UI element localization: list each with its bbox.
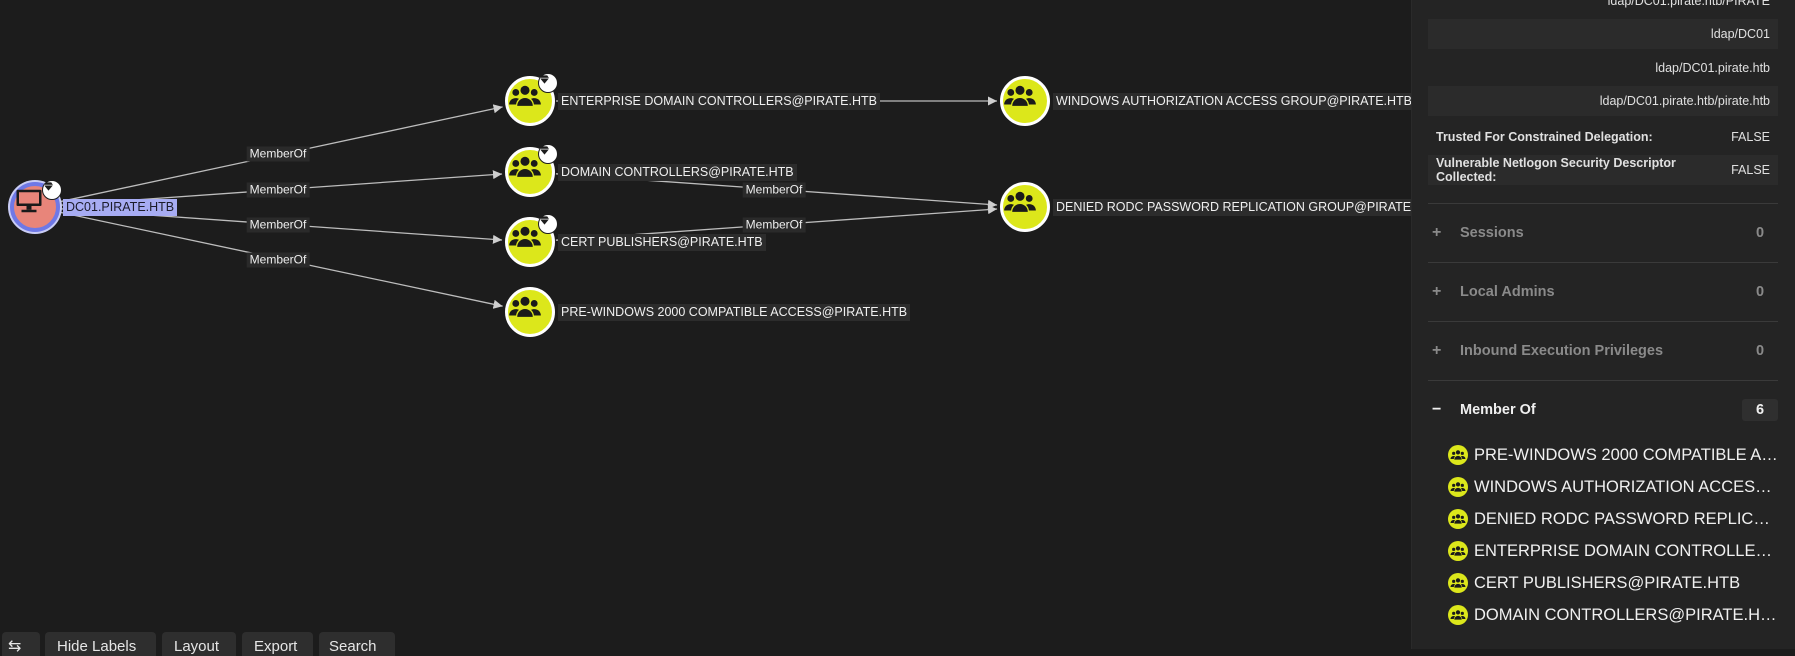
- member-of-label: DENIED RODC PASSWORD REPLICATION GROUP@P…: [1474, 509, 1778, 528]
- prop-value: FALSE: [1731, 130, 1770, 144]
- group-node[interactable]: [505, 214, 558, 267]
- divider: [1428, 262, 1778, 263]
- gem-icon: [42, 180, 62, 200]
- prop-key: Vulnerable Netlogon Security Descriptor …: [1436, 156, 1676, 184]
- node-label: DENIED RODC PASSWORD REPLICATION GROUP@P…: [1053, 199, 1443, 216]
- layout-return-button[interactable]: ⇆: [2, 632, 40, 656]
- section-sessions[interactable]: + Sessions 0: [1428, 213, 1778, 253]
- computer-icon: [16, 189, 42, 213]
- group-icon: [1448, 509, 1468, 529]
- node-label: PRE-WINDOWS 2000 COMPATIBLE ACCESS@PIRAT…: [558, 304, 911, 321]
- member-of-label: ENTERPRISE DOMAIN CONTROLLERS@PIRATE.HTB: [1474, 541, 1778, 560]
- member-of-item[interactable]: DENIED RODC PASSWORD REPLICATION GROUP@P…: [1428, 503, 1778, 535]
- gem-icon: [538, 73, 558, 93]
- edge-label: MemberOf: [246, 217, 310, 233]
- layout-button[interactable]: Layout: [162, 632, 236, 656]
- member-of-label: CERT PUBLISHERS@PIRATE.HTB: [1474, 573, 1741, 592]
- member-of-item[interactable]: DOMAIN CONTROLLERS@PIRATE.HTB: [1428, 599, 1778, 631]
- spn-value: ldap/DC01.pirate.htb: [1655, 61, 1770, 75]
- group-node[interactable]: [505, 287, 555, 337]
- group-node[interactable]: [1000, 76, 1050, 126]
- group-icon: [509, 226, 541, 247]
- graph-canvas[interactable]: DC01.PIRATE.HTB ENTERPRISE DOMAIN CONTROL…: [0, 0, 1443, 649]
- collapse-icon: −: [1432, 401, 1442, 418]
- prop-netlogon-descriptor: Vulnerable Netlogon Security Descriptor …: [1428, 155, 1778, 185]
- section-local-admins[interactable]: + Local Admins 0: [1428, 272, 1778, 312]
- group-icon: [1448, 605, 1468, 625]
- section-count: 0: [1755, 284, 1765, 300]
- edge-label: MemberOf: [246, 182, 310, 198]
- expand-icon: +: [1432, 342, 1442, 359]
- hide-labels-button[interactable]: Hide Labels: [45, 632, 156, 656]
- edge-label: MemberOf: [246, 252, 310, 268]
- node-label: DC01.PIRATE.HTB: [63, 199, 178, 216]
- group-icon: [1004, 191, 1036, 212]
- member-of-item[interactable]: PRE-WINDOWS 2000 COMPATIBLE ACCESS@PIRAT…: [1428, 439, 1778, 471]
- member-of-item[interactable]: WINDOWS AUTHORIZATION ACCESS GROUP@PIRAT…: [1428, 471, 1778, 503]
- section-count: 0: [1755, 225, 1765, 241]
- layout-return-icon: ⇆: [8, 638, 22, 655]
- edge-label: MemberOf: [742, 182, 806, 198]
- member-of-item[interactable]: ENTERPRISE DOMAIN CONTROLLERS@PIRATE.HTB: [1428, 535, 1778, 567]
- edge-label: MemberOf: [742, 217, 806, 233]
- group-icon: [509, 85, 541, 106]
- group-icon: [1448, 541, 1468, 561]
- section-title: Inbound Execution Privileges: [1460, 343, 1664, 359]
- edge-label: MemberOf: [246, 146, 310, 162]
- group-node[interactable]: [505, 144, 558, 197]
- group-node[interactable]: [505, 73, 558, 126]
- node-label: CERT PUBLISHERS@PIRATE.HTB: [558, 234, 766, 251]
- member-of-item[interactable]: CERT PUBLISHERS@PIRATE.HTB: [1428, 567, 1778, 599]
- spn-value: ldap/DC01.pirate.htb/pirate.htb: [1428, 86, 1778, 116]
- section-title: Sessions: [1460, 225, 1524, 241]
- section-count: 6: [1742, 399, 1778, 421]
- expand-icon: +: [1432, 224, 1442, 241]
- prop-trusted-constrained-delegation: Trusted For Constrained Delegation: FALS…: [1428, 122, 1778, 152]
- group-icon: [1448, 477, 1468, 497]
- group-icon: [1448, 445, 1468, 465]
- section-title: Member Of: [1460, 402, 1536, 418]
- expand-icon: +: [1432, 283, 1442, 300]
- group-icon: [509, 296, 541, 317]
- member-of-label: DOMAIN CONTROLLERS@PIRATE.HTB: [1474, 605, 1778, 624]
- entity-info-panel: ldap/DC01.pirate.htb/PIRATE ldap/DC01 ld…: [1411, 0, 1795, 649]
- computer-node[interactable]: [10, 180, 62, 232]
- spn-value: ldap/DC01.pirate.htb/PIRATE: [1607, 0, 1770, 8]
- prop-value: FALSE: [1731, 163, 1770, 177]
- node-label: WINDOWS AUTHORIZATION ACCESS GROUP@PIRAT…: [1053, 93, 1415, 110]
- divider: [1428, 380, 1778, 381]
- member-of-label: WINDOWS AUTHORIZATION ACCESS GROUP@PIRAT…: [1474, 477, 1778, 496]
- group-node[interactable]: [1000, 182, 1050, 232]
- divider: [1428, 203, 1778, 204]
- divider: [1428, 321, 1778, 322]
- group-icon: [1448, 573, 1468, 593]
- node-label: ENTERPRISE DOMAIN CONTROLLERS@PIRATE.HTB: [558, 93, 880, 110]
- export-button[interactable]: Export: [242, 632, 313, 656]
- spn-value: ldap/DC01: [1428, 19, 1778, 49]
- section-member-of[interactable]: − Member Of 6: [1428, 390, 1778, 430]
- group-icon: [509, 156, 541, 177]
- group-icon: [1004, 85, 1036, 106]
- member-of-label: PRE-WINDOWS 2000 COMPATIBLE ACCESS@PIRAT…: [1474, 445, 1778, 464]
- gem-icon: [538, 144, 558, 164]
- gem-icon: [538, 214, 558, 234]
- prop-key: Trusted For Constrained Delegation:: [1436, 130, 1653, 144]
- node-label: DOMAIN CONTROLLERS@PIRATE.HTB: [558, 164, 797, 181]
- search-button[interactable]: Search: [319, 632, 395, 656]
- section-inbound-execution-privileges[interactable]: + Inbound Execution Privileges 0: [1428, 331, 1778, 371]
- section-count: 0: [1755, 343, 1765, 359]
- section-title: Local Admins: [1460, 284, 1555, 300]
